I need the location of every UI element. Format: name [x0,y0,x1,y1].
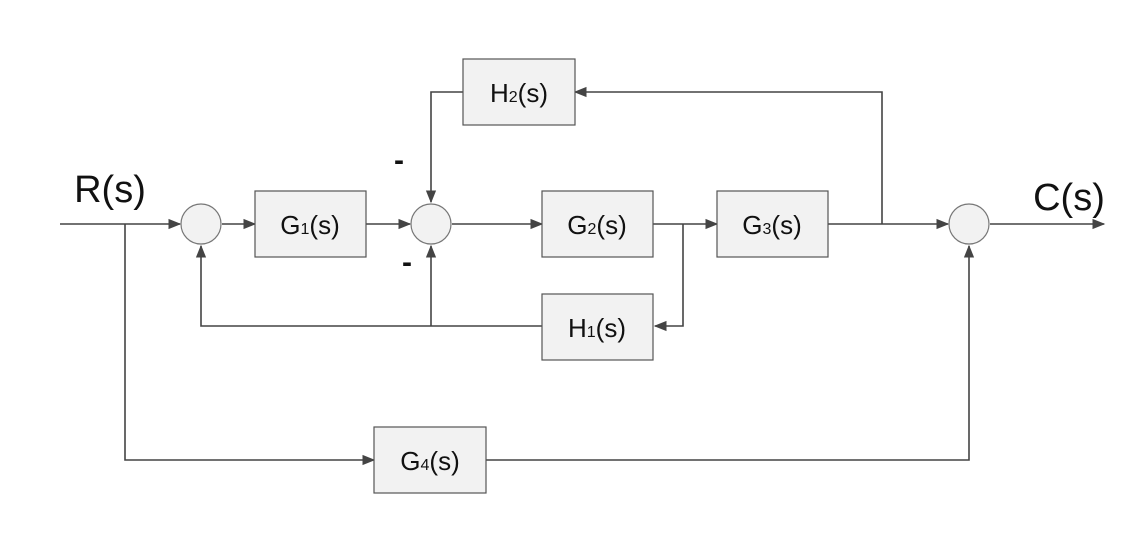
block-g3: G3(s) [716,190,829,258]
minus-sign-bottom: - [402,246,412,279]
block-g4-label: G4(s) [400,446,459,476]
block-g2-label: G2(s) [567,210,626,240]
wire-h2-feedback-out [425,91,463,204]
input-label: R(s) [74,169,146,211]
wire-g4-in [124,224,376,466]
summing-junction-3 [948,203,990,245]
wire-h1-feedback-in [653,224,684,332]
summing-junction-1 [180,203,222,245]
summing-junction-2 [410,203,452,245]
wire-g4-out [486,244,975,461]
block-h2: H2(s) [462,58,576,126]
block-h2-label: H2(s) [490,78,548,108]
wire-h1-to-j1 [195,244,542,327]
block-g1-label: G1(s) [280,210,339,240]
block-h1: H1(s) [541,293,654,361]
block-g1: G1(s) [254,190,367,258]
signal-wires [60,86,1106,466]
output-label: C(s) [1033,177,1105,219]
block-g2: G2(s) [541,190,654,258]
minus-sign-top: - [394,144,404,177]
block-h1-label: H1(s) [568,313,626,343]
wire-h2-feedback-in [573,86,883,224]
block-g4: G4(s) [373,426,487,494]
block-g3-label: G3(s) [742,210,801,240]
